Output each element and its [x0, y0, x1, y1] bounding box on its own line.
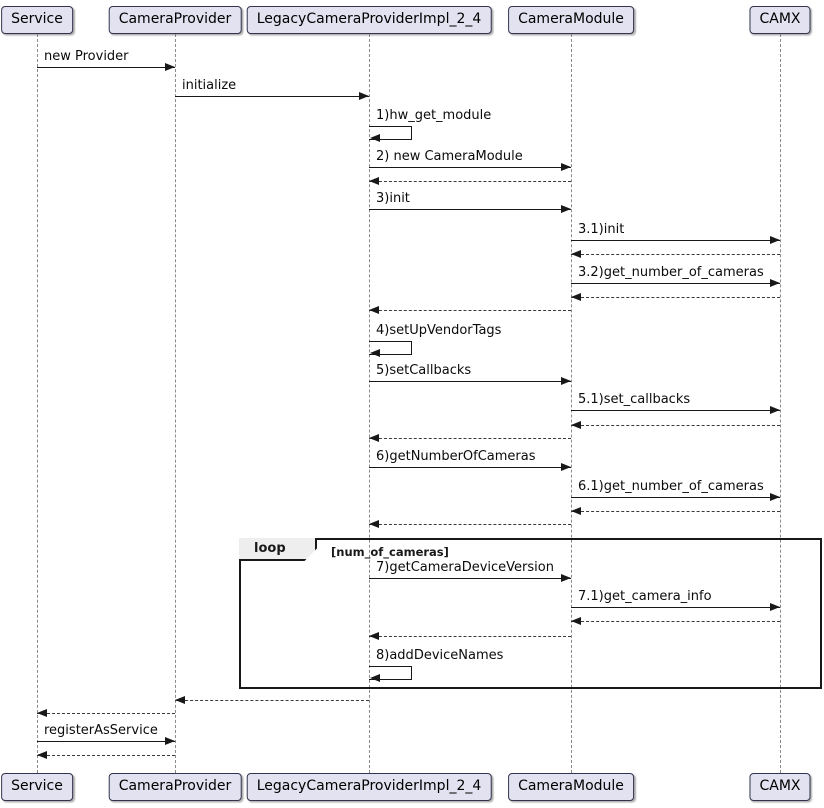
message-26-line [37, 713, 175, 714]
participant-bottom-LegacyCameraProviderImpl_2_4: LegacyCameraProviderImpl_2_4 [246, 773, 492, 801]
message-28-line [37, 755, 175, 756]
message-24-self-arrow [369, 666, 412, 680]
message-24-label: 8)addDeviceNames [376, 648, 504, 663]
message-1-line [175, 96, 369, 97]
message-13-line [571, 410, 780, 411]
lifeline-CameraModule [571, 34, 572, 773]
message-3-arrowhead-icon [561, 163, 571, 171]
message-4-arrowhead-icon [369, 177, 379, 185]
message-15-arrowhead-icon [369, 434, 379, 442]
message-21-arrowhead-icon [770, 603, 780, 611]
participant-top-LegacyCameraProviderImpl_2_4: LegacyCameraProviderImpl_2_4 [246, 6, 492, 34]
message-7-arrowhead-icon [571, 250, 581, 258]
loop-frame: loop [num_of_cameras] [239, 538, 822, 689]
message-9-line [571, 297, 780, 298]
message-16-arrowhead-icon [561, 463, 571, 471]
message-21-line [571, 607, 780, 608]
message-19-line [369, 524, 571, 525]
message-14-line [571, 425, 780, 426]
message-25-line [175, 700, 369, 701]
participant-top-CameraModule: CameraModule [508, 6, 634, 34]
message-5-line [369, 209, 571, 210]
message-3-line [369, 167, 571, 168]
message-27-label: registerAsService [44, 723, 158, 738]
message-1-arrowhead-icon [359, 92, 369, 100]
message-16-line [369, 467, 571, 468]
message-17-label: 6.1)get_number_of_cameras [578, 479, 764, 494]
message-22-line [571, 621, 780, 622]
message-3-label: 2) new CameraModule [376, 149, 523, 164]
lifeline-LegacyCameraProviderImpl_2_4 [369, 34, 370, 773]
loop-condition-label: [num_of_cameras] [331, 545, 449, 559]
message-2-self-arrow [369, 126, 412, 140]
lifeline-Service [37, 34, 38, 773]
message-6-line [571, 240, 780, 241]
participant-bottom-CAMX: CAMX [749, 773, 811, 801]
message-19-arrowhead-icon [369, 520, 379, 528]
message-17-arrowhead-icon [770, 493, 780, 501]
participant-top-CAMX: CAMX [749, 6, 811, 34]
message-12-line [369, 381, 571, 382]
message-23-line [369, 636, 571, 637]
message-10-line [369, 310, 571, 311]
message-8-arrowhead-icon [770, 279, 780, 287]
message-14-arrowhead-icon [571, 421, 581, 429]
loop-operator-label: loop [239, 538, 317, 561]
lifeline-CameraProvider [175, 34, 176, 773]
message-13-arrowhead-icon [770, 406, 780, 414]
message-11-self-arrow [369, 341, 412, 355]
lifeline-CAMX [780, 34, 781, 773]
message-2-arrowhead-icon [370, 134, 380, 142]
message-0-arrowhead-icon [165, 63, 175, 71]
message-18-line [571, 511, 780, 512]
message-0-line [37, 67, 175, 68]
message-22-arrowhead-icon [571, 617, 581, 625]
participant-bottom-CameraModule: CameraModule [508, 773, 634, 801]
message-5-label: 3)init [376, 191, 410, 206]
message-7-line [571, 254, 780, 255]
message-24-arrowhead-icon [370, 674, 380, 682]
message-21-label: 7.1)get_camera_info [578, 589, 712, 604]
message-12-arrowhead-icon [561, 377, 571, 385]
message-6-arrowhead-icon [770, 236, 780, 244]
message-6-label: 3.1)init [578, 222, 625, 237]
message-2-label: 1)hw_get_module [376, 108, 492, 123]
message-10-arrowhead-icon [369, 306, 379, 314]
message-1-label: initialize [182, 78, 237, 93]
message-27-arrowhead-icon [165, 737, 175, 745]
message-0-label: new Provider [44, 49, 129, 64]
message-16-label: 6)getNumberOfCameras [376, 449, 536, 464]
message-8-label: 3.2)get_number_of_cameras [578, 265, 764, 280]
participant-top-Service: Service [1, 6, 73, 34]
participant-bottom-Service: Service [1, 773, 73, 801]
message-23-arrowhead-icon [369, 632, 379, 640]
participant-bottom-CameraProvider: CameraProvider [108, 773, 242, 801]
message-8-line [571, 283, 780, 284]
message-5-arrowhead-icon [561, 205, 571, 213]
message-17-line [571, 497, 780, 498]
participant-top-CameraProvider: CameraProvider [108, 6, 242, 34]
message-18-arrowhead-icon [571, 507, 581, 515]
message-20-label: 7)getCameraDeviceVersion [376, 560, 554, 575]
message-11-arrowhead-icon [370, 349, 380, 357]
message-13-label: 5.1)set_callbacks [578, 392, 691, 407]
message-20-arrowhead-icon [561, 574, 571, 582]
message-12-label: 5)setCallbacks [376, 363, 472, 378]
message-11-label: 4)setUpVendorTags [376, 323, 502, 338]
message-27-line [37, 741, 175, 742]
message-28-arrowhead-icon [37, 751, 47, 759]
message-15-line [369, 438, 571, 439]
message-26-arrowhead-icon [37, 709, 47, 717]
message-25-arrowhead-icon [175, 696, 185, 704]
message-20-line [369, 578, 571, 579]
message-9-arrowhead-icon [571, 293, 581, 301]
message-4-line [369, 181, 571, 182]
